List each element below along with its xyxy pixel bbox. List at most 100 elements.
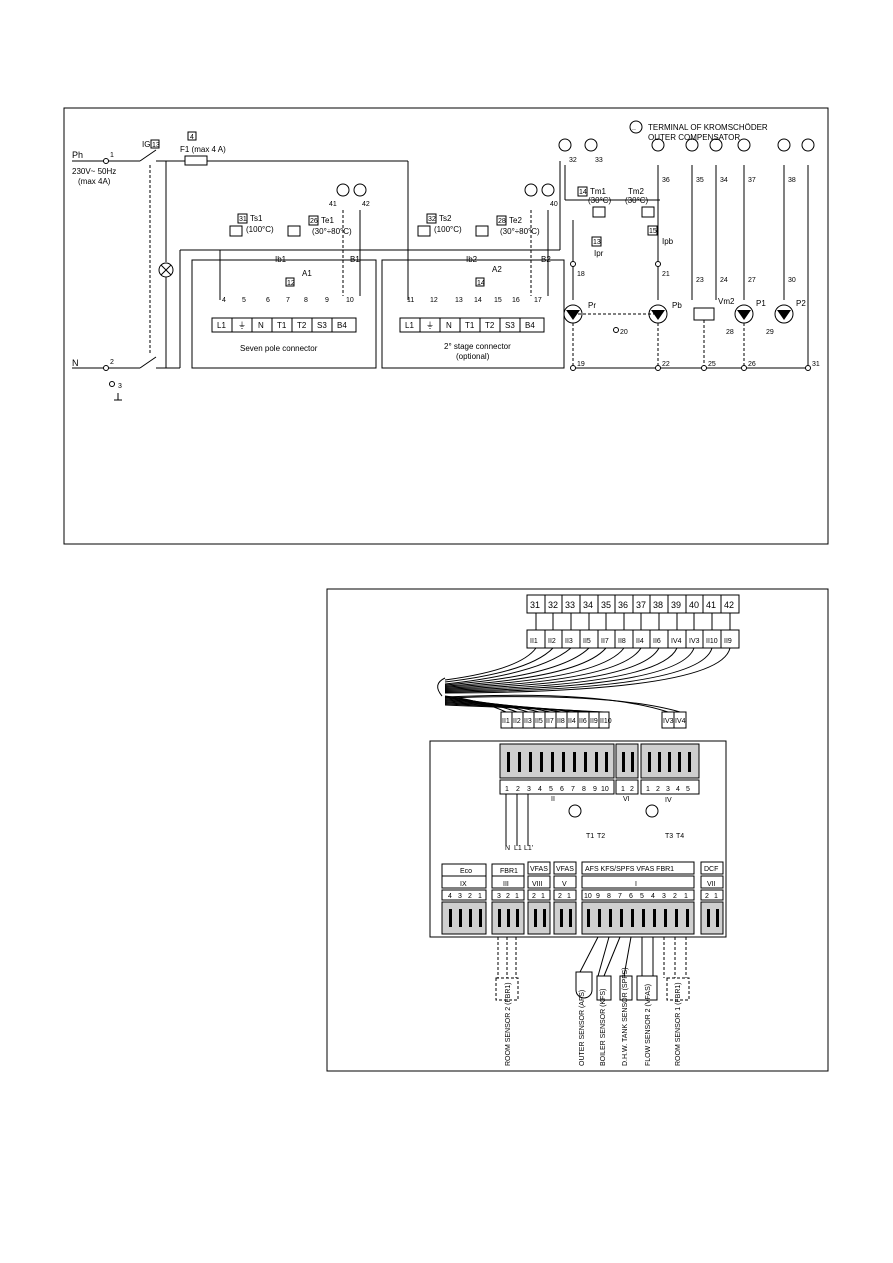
svg-text:10: 10	[584, 893, 592, 900]
sensor-wiring	[495, 936, 690, 1001]
svg-text:IV3: IV3	[663, 718, 674, 725]
boiler-sensor-icon	[596, 975, 612, 1001]
svg-text:II1: II1	[502, 718, 510, 725]
svg-text:II6: II6	[579, 718, 587, 725]
svg-text:Te2: Te2	[509, 216, 522, 225]
svg-text:14: 14	[474, 297, 482, 304]
svg-text:FLOW SENSOR 2 (VFAS): FLOW SENSOR 2 (VFAS)	[645, 984, 652, 1066]
svg-text:D.H.W. TANK SENSOR (SPFS): D.H.W. TANK SENSOR (SPFS)	[622, 967, 629, 1066]
svg-text:VI: VI	[623, 796, 630, 803]
svg-text:11: 11	[407, 297, 414, 304]
svg-text:FBR1: FBR1	[500, 868, 518, 875]
svg-text:Ts2: Ts2	[439, 214, 452, 223]
strip-code-row: II1 II2 II3 II5 II7 II8 II4 II6 IV4 IV3 …	[526, 629, 740, 649]
svg-text:II4: II4	[636, 638, 644, 645]
supply-neutral: N	[72, 358, 79, 368]
svg-text:OUTER SENSOR (AFS): OUTER SENSOR (AFS)	[579, 990, 586, 1066]
svg-text:10: 10	[601, 786, 609, 793]
svg-text:32: 32	[428, 216, 436, 223]
svg-text:S3: S3	[317, 321, 327, 330]
svg-text:VFAS: VFAS	[556, 866, 574, 873]
svg-text:8: 8	[607, 893, 611, 900]
svg-text:II2: II2	[513, 718, 521, 725]
svg-text:35: 35	[696, 177, 704, 184]
svg-text:18: 18	[577, 271, 585, 278]
cable-codes-b: IV3 IV4	[661, 711, 687, 729]
svg-text:40: 40	[689, 600, 699, 610]
ipr-label: Ipr	[594, 249, 604, 258]
svg-text:8: 8	[582, 786, 586, 793]
svg-text:L1': L1'	[524, 845, 533, 852]
svg-text:29: 29	[766, 329, 774, 336]
seven-pole-connector: L1 ⏚ N T1 T2 S3 B4 Seven pole connector …	[191, 259, 377, 369]
svg-text:23: 23	[696, 277, 704, 284]
svg-text:38: 38	[788, 177, 796, 184]
svg-text:L1: L1	[405, 321, 414, 330]
svg-text:35: 35	[601, 600, 611, 610]
svg-text:32: 32	[548, 600, 558, 610]
ib2-label: Ib2	[466, 255, 478, 264]
svg-text:VIII: VIII	[532, 881, 543, 888]
svg-text:4: 4	[651, 893, 655, 900]
svg-text:14: 14	[579, 189, 587, 196]
terminal-1-label: 1	[110, 152, 114, 159]
svg-text:31: 31	[812, 361, 820, 368]
svg-text:II1: II1	[530, 638, 538, 645]
a2-label: A2	[492, 265, 502, 274]
legend-line1: TERMINAL OF KROMSCHÖDER	[648, 123, 768, 132]
svg-text:T1: T1	[586, 833, 594, 840]
upper-terminal-blocks	[499, 743, 700, 779]
svg-text:II6: II6	[653, 638, 661, 645]
svg-text:26: 26	[748, 361, 756, 368]
terminal-3-label: 3	[118, 383, 122, 390]
svg-text:1: 1	[714, 893, 718, 900]
svg-text:II8: II8	[618, 638, 626, 645]
svg-text:AFS KFS/SPFS VFAS FBR1: AFS KFS/SPFS VFAS FBR1	[585, 866, 674, 873]
svg-text:12: 12	[287, 280, 295, 287]
top-diagram-frame	[63, 107, 829, 545]
vm2-label: Vm2	[718, 297, 735, 306]
svg-text:26: 26	[310, 218, 318, 225]
svg-text:33: 33	[565, 600, 575, 610]
svg-text:8: 8	[304, 297, 308, 304]
svg-text:⏚: ⏚	[426, 321, 434, 330]
controller-body	[429, 740, 727, 938]
svg-text:T4: T4	[676, 833, 684, 840]
svg-text:L1: L1	[514, 845, 522, 852]
svg-text:28: 28	[726, 329, 734, 336]
svg-text:V: V	[562, 881, 567, 888]
a1-label: A1	[302, 269, 312, 278]
pump-pb-label: Pb	[672, 301, 682, 310]
svg-text:9: 9	[593, 786, 597, 793]
supply-voltage: 230V~ 50Hz	[72, 167, 116, 176]
svg-text:II2: II2	[548, 638, 556, 645]
svg-text:13: 13	[593, 239, 601, 246]
svg-text:19: 19	[577, 361, 585, 368]
svg-text:T2: T2	[485, 321, 495, 330]
svg-text:5: 5	[640, 893, 644, 900]
flow-sensor-icon	[636, 975, 658, 1001]
svg-text:1: 1	[646, 786, 650, 793]
svg-text:IV4: IV4	[675, 718, 686, 725]
lower-block-headers: Eco IX FBR1 III VFAS VIII VFAS V AFS KFS…	[441, 861, 724, 889]
svg-text:1: 1	[684, 893, 688, 900]
tm1-thermostat: 14 Tm1 (30°C)	[577, 186, 612, 218]
svg-text:II3: II3	[565, 638, 573, 645]
svg-text:2: 2	[468, 893, 472, 900]
svg-text:ROOM SENSOR 1 (FBR1): ROOM SENSOR 1 (FBR1)	[675, 982, 682, 1066]
svg-text:T2: T2	[597, 833, 605, 840]
svg-text:7: 7	[571, 786, 575, 793]
svg-text:DCF: DCF	[704, 866, 718, 873]
svg-text:5: 5	[686, 786, 690, 793]
svg-text:B4: B4	[525, 321, 535, 330]
supply-phase: Ph	[72, 150, 83, 160]
svg-text:33: 33	[595, 157, 603, 164]
svg-text:BOILER SENSOR (KFS): BOILER SENSOR (KFS)	[600, 989, 607, 1066]
svg-text:42: 42	[362, 201, 370, 208]
svg-text:II9: II9	[724, 638, 732, 645]
ts2-thermostat: 32 Ts2 (100°C)	[417, 213, 462, 237]
svg-text:2: 2	[705, 893, 709, 900]
ts1-thermostat: 31 Ts1 (100°C)	[229, 213, 274, 237]
svg-text:2: 2	[506, 893, 510, 900]
